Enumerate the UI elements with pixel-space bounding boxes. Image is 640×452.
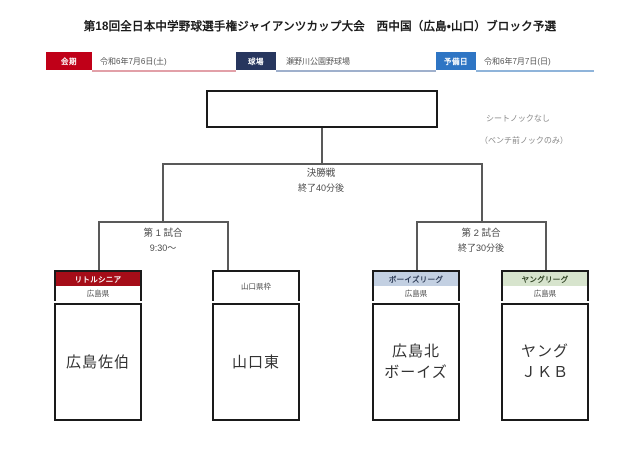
champion-box: [206, 90, 438, 128]
info-value-kaiki: 令和6年7月6日(土): [100, 56, 167, 66]
team-3-name-line-1: 広島北: [391, 343, 440, 360]
info-item-yobibi: 予備日 令和6年7月7日(日): [436, 52, 594, 72]
info-bar: 会期 令和6年7月6日(土) 球場 瀬野川公園野球場 予備日 令和6年7月7日(…: [46, 52, 594, 74]
connector-semifinal-1-left-drop: [98, 221, 100, 270]
note-line-1: シートノックなし: [486, 114, 550, 123]
team-4-name-line-2: ＪＫＢ: [520, 364, 569, 381]
info-item-kaiki: 会期 令和6年7月6日(土): [46, 52, 236, 72]
team-2-prefecture: 山口県枠: [214, 272, 298, 301]
connector-semifinal-2-horizontal: [416, 221, 546, 223]
team-4-league-badge: ヤングリーグ: [503, 272, 587, 286]
team-3-league-badge: ボーイズリーグ: [374, 272, 458, 286]
team-1-header: リトルシニア 広島県: [54, 270, 142, 301]
note-line-2: （ベンチ前ノックのみ）: [480, 136, 568, 145]
info-value-yobibi: 令和6年7月7日(日): [484, 56, 551, 66]
team-3-name: 広島北 ボーイズ: [384, 341, 448, 383]
caption-final-name: 決勝戦: [306, 168, 336, 179]
info-item-kyujo: 球場 瀬野川公園野球場: [236, 52, 436, 72]
team-1-league-badge: リトルシニア: [56, 272, 140, 286]
connector-semifinal-2-right-drop: [545, 221, 547, 270]
team-1-prefecture: 広島県: [56, 286, 140, 301]
caption-semifinal-2: 第 2 試合 終了30分後: [406, 226, 556, 256]
info-label-kyujo: 球場: [236, 52, 276, 70]
team-slot-3: ボーイズリーグ 広島県 広島北 ボーイズ: [372, 270, 460, 421]
team-4-header: ヤングリーグ 広島県: [501, 270, 589, 301]
info-rule-yobibi: [476, 70, 594, 72]
team-4-prefecture: 広島県: [503, 286, 587, 301]
team-2-name: 山口東: [232, 352, 280, 373]
info-label-yobibi: 予備日: [436, 52, 476, 70]
info-rule-kyujo: [276, 70, 436, 72]
connector-final-horizontal: [162, 163, 482, 165]
caption-semifinal-2-time: 終了30分後: [457, 243, 504, 253]
info-rule-kaiki: [92, 70, 236, 72]
team-3-prefecture: 広島県: [374, 286, 458, 301]
team-2-box: 山口東: [212, 303, 300, 421]
team-3-name-line-2: ボーイズ: [384, 364, 448, 381]
caption-final: 決勝戦 終了40分後: [246, 166, 396, 196]
team-slot-4: ヤングリーグ 広島県 ヤング ＪＫＢ: [501, 270, 589, 421]
caption-semifinal-2-name: 第 2 試合: [461, 228, 501, 239]
team-1-name: 広島佐伯: [66, 352, 130, 373]
connector-semifinal-1-horizontal: [98, 221, 228, 223]
connector-final-right-drop: [481, 163, 483, 221]
connector-semifinal-2-left-drop: [416, 221, 418, 270]
team-slot-2: 山口県枠 山口東: [212, 270, 300, 421]
team-slot-1: リトルシニア 広島県 広島佐伯: [54, 270, 142, 421]
team-4-box: ヤング ＪＫＢ: [501, 303, 589, 421]
connector-final-left-drop: [162, 163, 164, 221]
caption-semifinal-1: 第 1 試合 9:30〜: [88, 226, 238, 256]
page-title: 第18回全日本中学野球選手権ジャイアンツカップ大会 西中国（広島・山口）ブロック…: [83, 21, 557, 33]
info-label-kaiki: 会期: [46, 52, 92, 70]
team-3-header: ボーイズリーグ 広島県: [372, 270, 460, 301]
team-3-box: 広島北 ボーイズ: [372, 303, 460, 421]
team-1-box: 広島佐伯: [54, 303, 142, 421]
connector-champion-stem: [321, 128, 323, 163]
team-1-name-line-1: 広島佐伯: [65, 353, 130, 371]
caption-semifinal-1-name: 第 1 試合: [143, 228, 183, 239]
info-value-kyujo: 瀬野川公園野球場: [286, 56, 350, 66]
team-4-name: ヤング ＪＫＢ: [521, 341, 569, 383]
caption-semifinal-1-time: 9:30〜: [149, 243, 177, 253]
team-2-header: 山口県枠: [212, 270, 300, 301]
caption-final-time: 終了40分後: [297, 183, 344, 193]
connector-semifinal-1-right-drop: [227, 221, 229, 270]
team-4-name-line-1: ヤング: [520, 343, 569, 360]
team-2-name-line-1: 山口東: [231, 353, 280, 371]
